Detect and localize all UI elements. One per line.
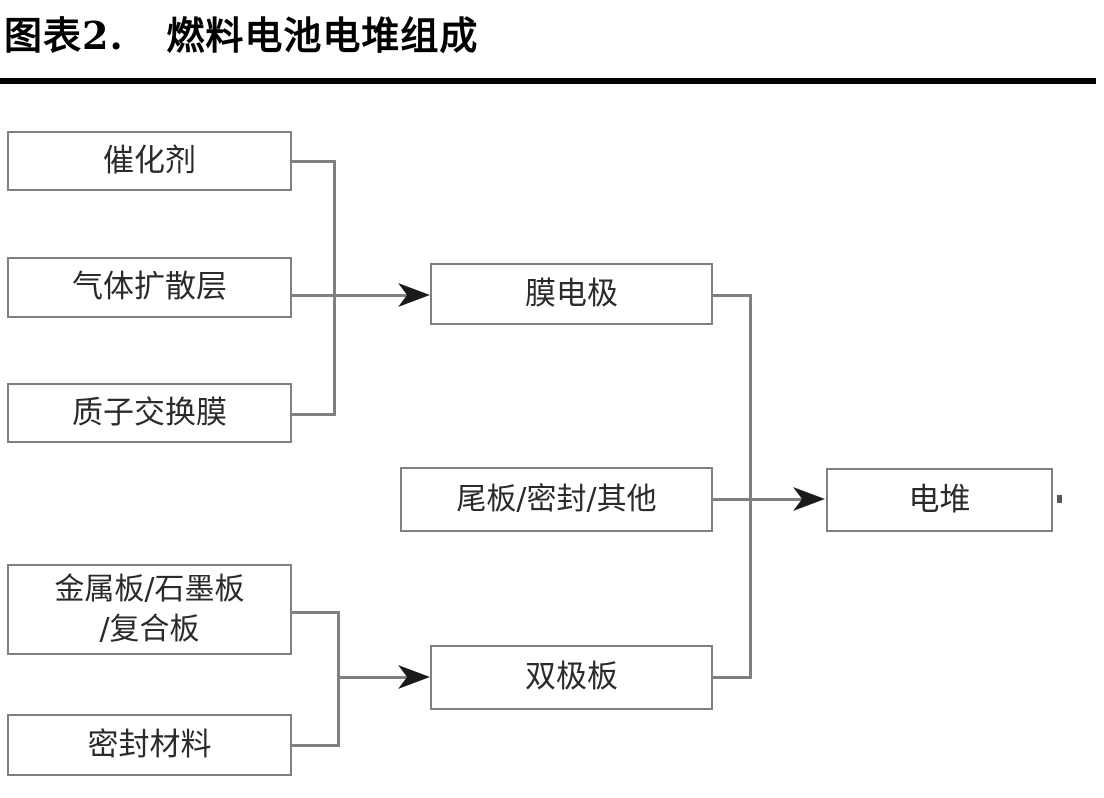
connector-catalyst-stub: [291, 160, 336, 163]
connector-mea-stub: [712, 294, 752, 297]
connector-bipolar-bracket-spine: [337, 611, 340, 747]
node-gas-diffusion-layer[interactable]: 气体扩散层: [7, 257, 292, 318]
connector-gdl-stub: [291, 294, 336, 297]
node-metal-graphite-composite-plate[interactable]: 金属板/石墨板 /复合板: [7, 564, 292, 655]
node-proton-exchange-membrane[interactable]: 质子交换膜: [7, 383, 292, 443]
node-sealing-material[interactable]: 密封材料: [7, 714, 292, 776]
connector-bracket-to-mea: [333, 294, 415, 297]
connector-stack-bracket-spine: [749, 294, 752, 679]
title-divider: [0, 78, 1096, 84]
node-stack[interactable]: 电堆: [826, 468, 1053, 532]
node-membrane-electrode[interactable]: 膜电极: [430, 263, 713, 325]
node-catalyst[interactable]: 催化剂: [7, 131, 292, 191]
connector-bipolar-stub: [712, 676, 752, 679]
node-bipolar-plate[interactable]: 双极板: [430, 645, 713, 710]
node-endplate-seal-other[interactable]: 尾板/密封/其他: [400, 467, 713, 532]
connector-mea-bracket-spine: [333, 160, 336, 416]
connector-endplate-to-stack: [712, 498, 812, 501]
connector-plates-stub: [291, 611, 340, 614]
connector-bracket-to-bipolar: [337, 676, 415, 679]
connector-pem-stub: [291, 413, 336, 416]
page-title: 图表2. 燃料电池电堆组成: [4, 13, 479, 58]
connector-sealant-stub: [291, 744, 340, 747]
stack-connector-nub: [1057, 495, 1062, 503]
